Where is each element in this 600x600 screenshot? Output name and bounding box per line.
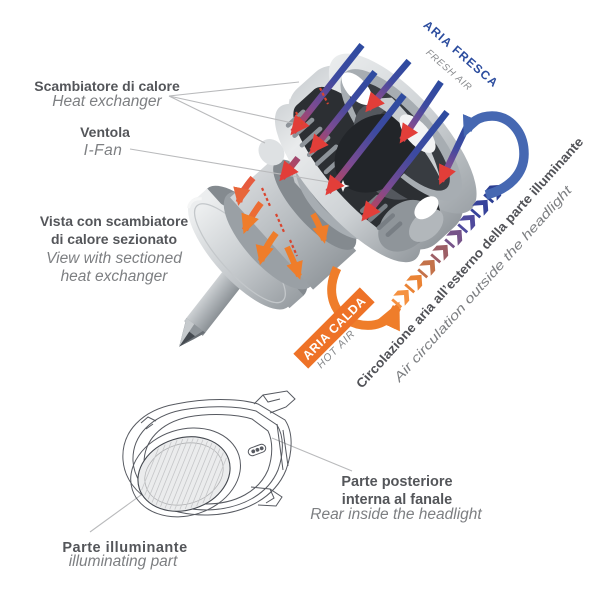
svg-text:Parte posteriore: Parte posteriore	[341, 474, 452, 490]
svg-text:Heat exchanger: Heat exchanger	[52, 93, 162, 110]
svg-text:Scambiatore di calore: Scambiatore di calore	[34, 78, 180, 94]
svg-text:Parte illuminante: Parte illuminante	[62, 540, 187, 556]
svg-text:interna al fanale: interna al fanale	[342, 492, 452, 508]
svg-text:I-Fan: I-Fan	[84, 142, 123, 159]
svg-text:heat exchanger: heat exchanger	[61, 268, 169, 285]
svg-text:Rear inside the headlight: Rear inside the headlight	[310, 506, 482, 523]
svg-text:View with sectioned: View with sectioned	[46, 250, 183, 267]
svg-text:illuminating part: illuminating part	[69, 553, 178, 570]
svg-text:Ventola: Ventola	[80, 124, 130, 140]
svg-text:di calore sezionato: di calore sezionato	[51, 231, 177, 247]
svg-text:Vista con scambiatore: Vista con scambiatore	[40, 213, 189, 229]
